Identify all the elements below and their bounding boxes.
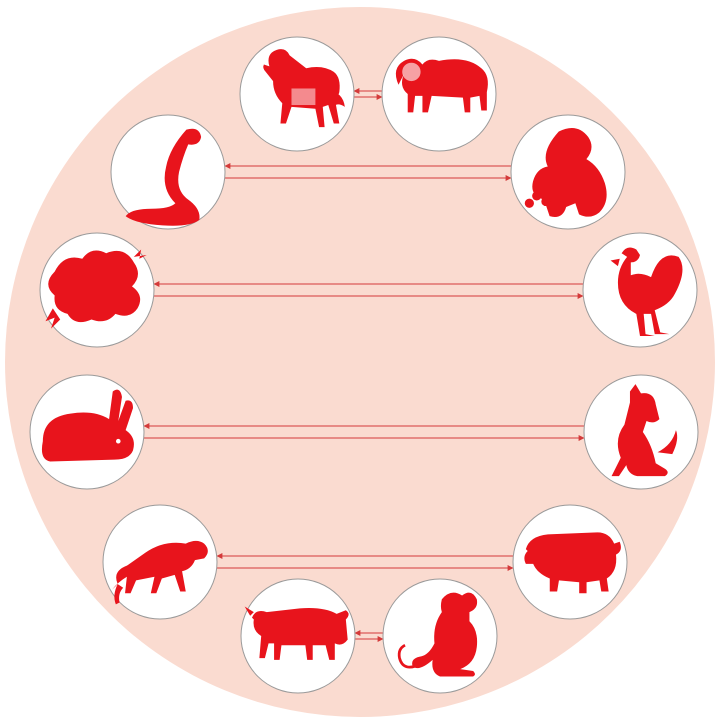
medallion-dragon [40,233,154,347]
medallion-rat [383,579,497,693]
medallion-goat [382,37,496,151]
medallion-rabbit [30,375,144,489]
medallion-rooster [583,233,697,347]
medallion-pig [513,505,627,619]
medallion-dog [584,375,698,489]
medallion-tiger [103,505,217,619]
medallion-monkey [511,115,625,229]
background-disc [5,7,715,717]
medallion-ox [241,579,355,693]
medallion-horse [240,37,354,151]
medallion-snake [111,115,225,229]
